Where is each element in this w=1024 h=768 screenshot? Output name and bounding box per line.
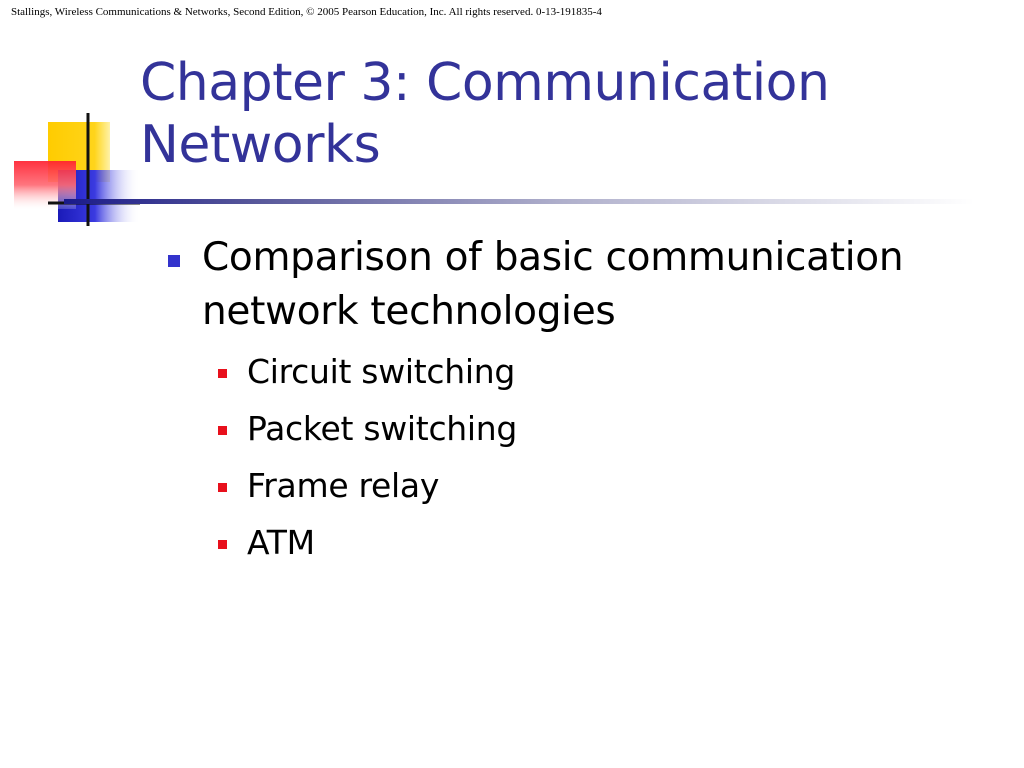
sub-bullet-text: Frame relay	[247, 466, 440, 505]
slide-title: Chapter 3: Communication Networks	[140, 52, 1000, 176]
sub-bullet-text: Packet switching	[247, 409, 518, 448]
square-bullet-icon	[168, 255, 180, 267]
copyright-footer: Stallings, Wireless Communications & Net…	[11, 6, 602, 18]
title-line-2: Networks	[140, 115, 381, 175]
sub-bullet-item: Packet switching	[218, 407, 918, 451]
sub-bullet-item: Frame relay	[218, 464, 918, 508]
sub-bullet-item: ATM	[218, 521, 918, 565]
bullet-main-text: Comparison of basic communication networ…	[202, 235, 904, 334]
square-bullet-icon	[218, 540, 227, 549]
square-bullet-icon	[218, 369, 227, 378]
title-underline-rule	[64, 199, 974, 204]
sub-bullet-text: Circuit switching	[247, 352, 515, 391]
sub-bullet-item: Circuit switching	[218, 350, 918, 394]
square-bullet-icon	[218, 483, 227, 492]
square-bullet-icon	[218, 426, 227, 435]
title-line-1: Chapter 3: Communication	[140, 53, 830, 113]
sub-bullet-text: ATM	[247, 523, 315, 562]
